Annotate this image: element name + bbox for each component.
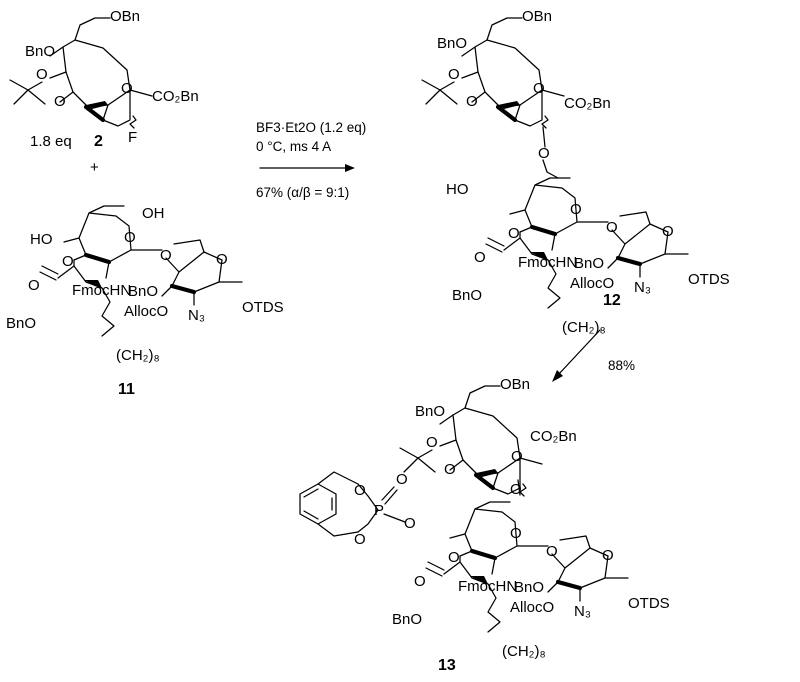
label-co2bn: CO₂Bn [564, 95, 611, 112]
second-reaction-yield: 88% [608, 358, 635, 373]
label-obn: OBn [110, 8, 140, 25]
label-ch2-8: (CH₂)₈ [116, 347, 160, 364]
compound-12: OBn BnO O O O CO₂Bn O HO O O O FmocHN O … [422, 8, 730, 336]
label-otds: OTDS [242, 299, 284, 316]
label-co2bn: CO₂Bn [530, 428, 577, 445]
label-o: O [448, 549, 460, 566]
label-allocO: AllocO [510, 599, 554, 616]
label-o: O [354, 531, 366, 548]
label-n3: N₃ [574, 603, 591, 620]
compound-11-number: 11 [118, 381, 135, 398]
label-o: O [533, 80, 545, 97]
label-o: O [510, 525, 522, 542]
label-bno: BnO [574, 255, 604, 272]
label-ch2-8: (CH₂)₈ [562, 319, 606, 336]
label-n3: N₃ [188, 307, 205, 324]
label-fmochn: FmocHN [72, 282, 131, 299]
compound-11: OH HO O O O FmocHN O O BnO AllocO N₃ OTD… [6, 205, 284, 398]
reaction-yield: 67% (α/β = 9:1) [256, 185, 349, 200]
label-bno: BnO [6, 315, 36, 332]
compound-13: OBn BnO O O O CO₂Bn O O O P O O O O O Fm… [299, 376, 670, 674]
label-bno: BnO [415, 403, 445, 420]
label-o: O [404, 515, 416, 532]
label-o: O [216, 251, 228, 268]
compound-2-number: 2 [94, 133, 103, 150]
label-n3: N₃ [634, 279, 651, 296]
label-f: F [128, 129, 137, 146]
label-o: O [426, 434, 438, 451]
compound-2: OBn BnO O O O CO₂Bn F 1.8 eq 2 [10, 8, 199, 150]
label-o: O [121, 80, 133, 97]
label-allocO: AllocO [570, 275, 614, 292]
label-ho: HO [446, 181, 469, 198]
label-p: P [374, 502, 384, 519]
reagent-lewis-acid: BF3·Et2O (1.2 eq) [256, 120, 366, 135]
label-o: O [546, 543, 558, 560]
label-o: O [160, 247, 172, 264]
label-o: O [511, 448, 523, 465]
label-o: O [354, 482, 366, 499]
label-bno: BnO [514, 579, 544, 596]
label-co2bn: CO₂Bn [152, 88, 199, 105]
label-o: O [36, 66, 48, 83]
reaction-arrow [259, 164, 355, 172]
compound-13-number: 13 [438, 657, 456, 674]
label-ch2-8: (CH₂)₈ [502, 643, 546, 660]
label-bno: BnO [437, 35, 467, 52]
label-o: O [54, 93, 66, 110]
plus-sign: + [90, 159, 99, 176]
label-fmochn: FmocHN [458, 578, 517, 595]
label-o: O [448, 66, 460, 83]
label-bno: BnO [128, 283, 158, 300]
label-allocO: AllocO [124, 303, 168, 320]
label-o: O [466, 93, 478, 110]
label-o: O [444, 461, 456, 478]
label-fmochn: FmocHN [518, 254, 577, 271]
label-o: O [570, 201, 582, 218]
label-o: O [510, 481, 522, 498]
label-o: O [538, 145, 550, 162]
label-o: O [662, 223, 674, 240]
label-otds: OTDS [628, 595, 670, 612]
label-o: O [508, 225, 520, 242]
label-bno: BnO [452, 287, 482, 304]
label-o: O [62, 253, 74, 270]
compound-12-number: 12 [603, 292, 621, 309]
label-o: O [606, 219, 618, 236]
label-o: O [414, 573, 426, 590]
label-o: O [602, 547, 614, 564]
label-ho: HO [30, 231, 53, 248]
label-o: O [124, 229, 136, 246]
label-o: O [28, 277, 40, 294]
second-arrow [552, 329, 601, 382]
benzodioxaphosphepine [299, 471, 406, 537]
reagent-conditions: 0 °C, ms 4 A [256, 139, 331, 154]
label-bno: BnO [392, 611, 422, 628]
compound-2-equiv: 1.8 eq [30, 133, 72, 150]
label-o: O [474, 249, 486, 266]
label-obn: OBn [500, 376, 530, 393]
label-obn: OBn [522, 8, 552, 25]
label-oh: OH [142, 205, 165, 222]
label-otds: OTDS [688, 271, 730, 288]
label-bno: BnO [25, 43, 55, 60]
label-o: O [396, 471, 408, 488]
